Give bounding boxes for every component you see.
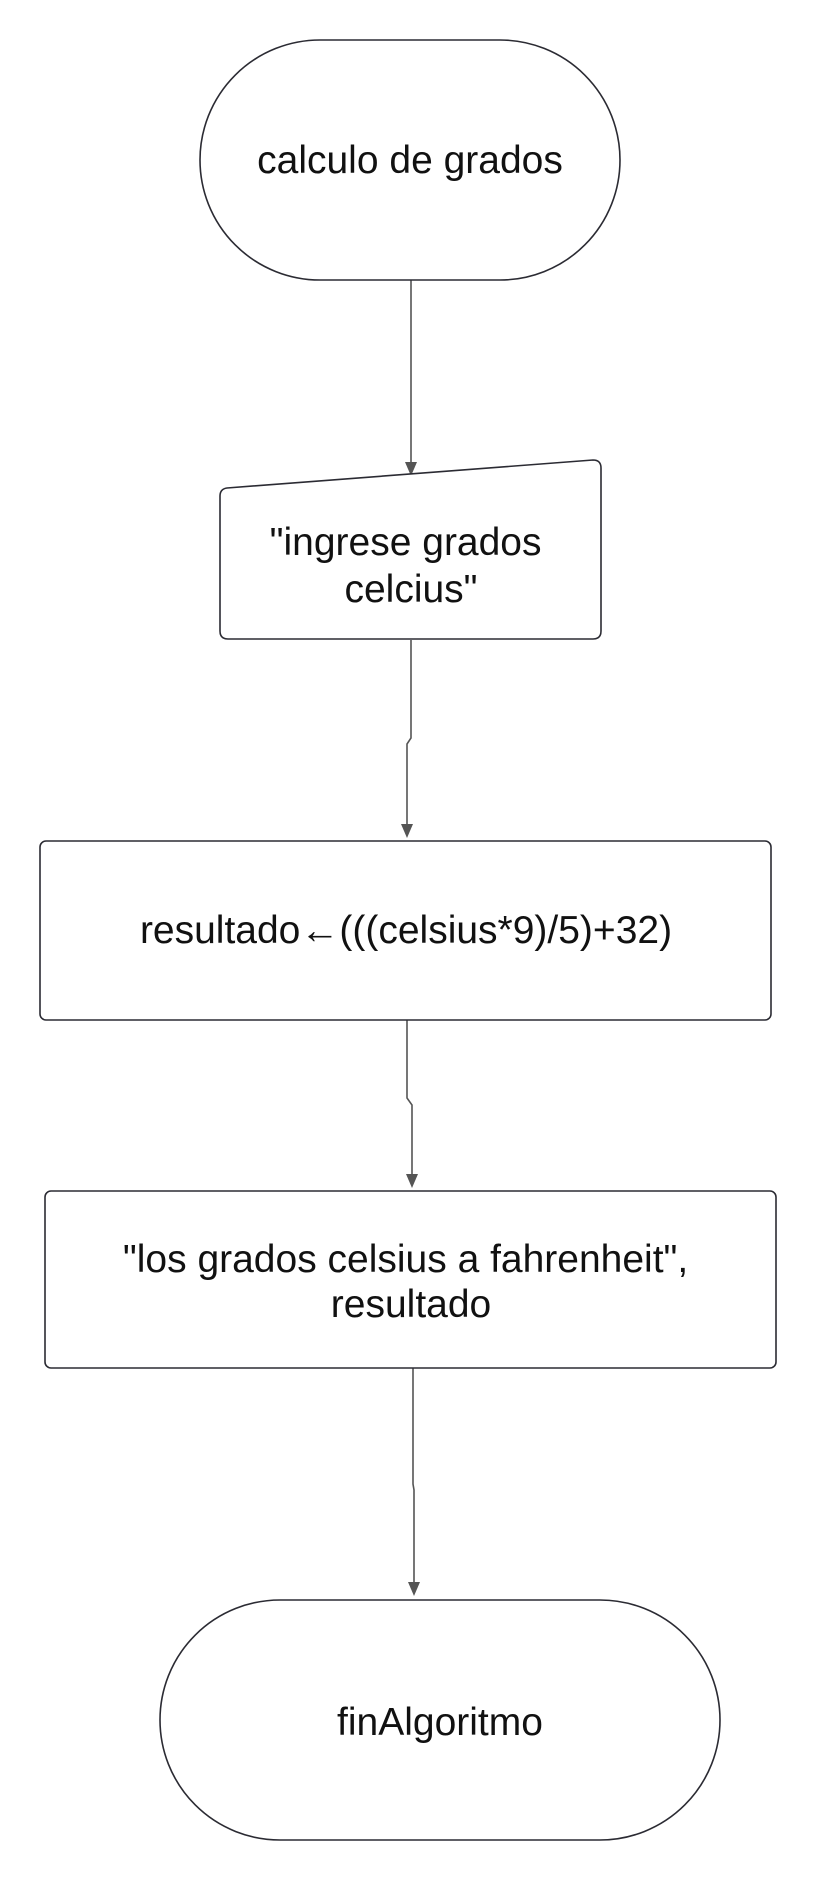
input-node-label: "ingrese grados celcius" [270,521,553,611]
output-node-shape [44,1190,777,1369]
start-terminator-label: calculo de grados [257,139,563,182]
input-node-shape [219,459,602,640]
end-terminator-line-1: finAlgoritmo [337,1701,543,1744]
end-terminator-label: finAlgoritmo [337,1701,543,1744]
arrowhead-output [406,1174,418,1188]
input-node-line-2: celcius" [344,568,477,611]
arrowhead-input [405,462,417,476]
end-terminator: finAlgoritmo [159,1599,721,1841]
start-terminator: calculo de grados [199,39,621,281]
arrowhead-end [408,1582,420,1596]
end-terminator-shape [159,1599,721,1841]
output-node-line-2: resultado [331,1283,491,1326]
input-node-line-1: "ingrese grados [270,521,542,564]
arrowhead-process [401,824,413,838]
connector-process-to-output [406,1020,413,1174]
input-node: "ingrese grados celcius" [219,459,602,640]
output-node-label: "los grados celsius a fahrenheit", resul… [123,1238,699,1326]
process-node-line-1: resultado←(((celsius*9)/5)+32) [140,909,672,952]
connectors [401,280,420,1596]
connector-output-to-end [412,1368,415,1582]
process-node-shape [39,840,772,1021]
output-node: "los grados celsius a fahrenheit", resul… [44,1190,777,1369]
start-terminator-line-1: calculo de grados [257,139,563,182]
process-node-label: resultado←(((celsius*9)/5)+32) [140,909,672,952]
connector-input-to-process [406,640,412,824]
output-node-line-1: "los grados celsius a fahrenheit", [123,1238,688,1281]
start-terminator-shape [199,39,621,281]
process-node: resultado←(((celsius*9)/5)+32) [39,840,772,1021]
